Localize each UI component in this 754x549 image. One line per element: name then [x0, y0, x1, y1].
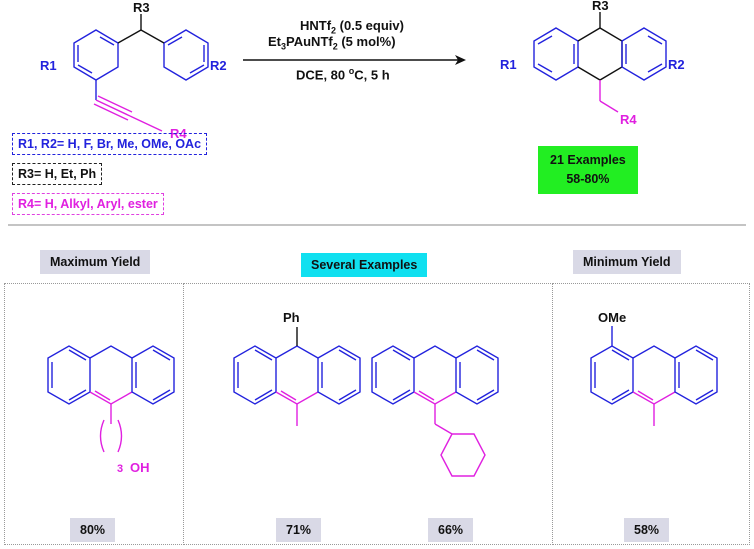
label-r1-start: R1: [40, 58, 57, 73]
label-r1-product: R1: [500, 57, 517, 72]
label-r4-product: R4: [620, 112, 637, 127]
compound-80: [47, 345, 175, 453]
several-examples-tag: Several Examples: [301, 253, 428, 277]
yield-58: 58%: [624, 518, 670, 542]
scope-summary-badge: 21 Examples 58-80%: [538, 146, 638, 194]
label-ph: Ph: [283, 310, 300, 325]
reagent-line-1: HNTf2 (0.5 equiv): [300, 18, 404, 36]
reaction-arrow: [243, 55, 466, 65]
compound-71: [233, 327, 361, 426]
maximum-yield-tag: Maximum Yield: [40, 250, 151, 274]
reagent-line-2: Et3PAuNTf2 (5 mol%): [268, 34, 396, 52]
label-r2-product: R2: [668, 57, 685, 72]
starting-material: [73, 14, 209, 132]
label-r3-product: R3: [592, 0, 609, 13]
panel-maximum: [4, 283, 184, 545]
yield-71: 71%: [276, 518, 322, 542]
compound-66: [371, 345, 499, 477]
minimum-yield-tag: Minimum Yield: [573, 250, 681, 274]
label-chain-count: 3: [117, 463, 123, 475]
substituent-r3-box: R3= H, Et, Ph: [12, 163, 103, 185]
yield-80: 80%: [70, 518, 116, 542]
compound-58: [590, 326, 718, 426]
yield-66: 66%: [428, 518, 474, 542]
label-r3-start: R3: [133, 0, 150, 15]
substituent-r4-box: R4= H, Alkyl, Aryl, ester: [12, 193, 164, 215]
substituent-r1-r2-box: R1, R2= H, F, Br, Me, OMe, OAc: [12, 133, 208, 155]
label-r2-start: R2: [210, 58, 227, 73]
product-anthracene: [533, 12, 667, 113]
label-ome: OMe: [598, 310, 626, 325]
panel-minimum: [552, 283, 750, 545]
label-oh: OH: [130, 460, 150, 475]
panel-several: [183, 283, 553, 545]
reaction-conditions: DCE, 80 oC, 5 h: [296, 66, 390, 83]
